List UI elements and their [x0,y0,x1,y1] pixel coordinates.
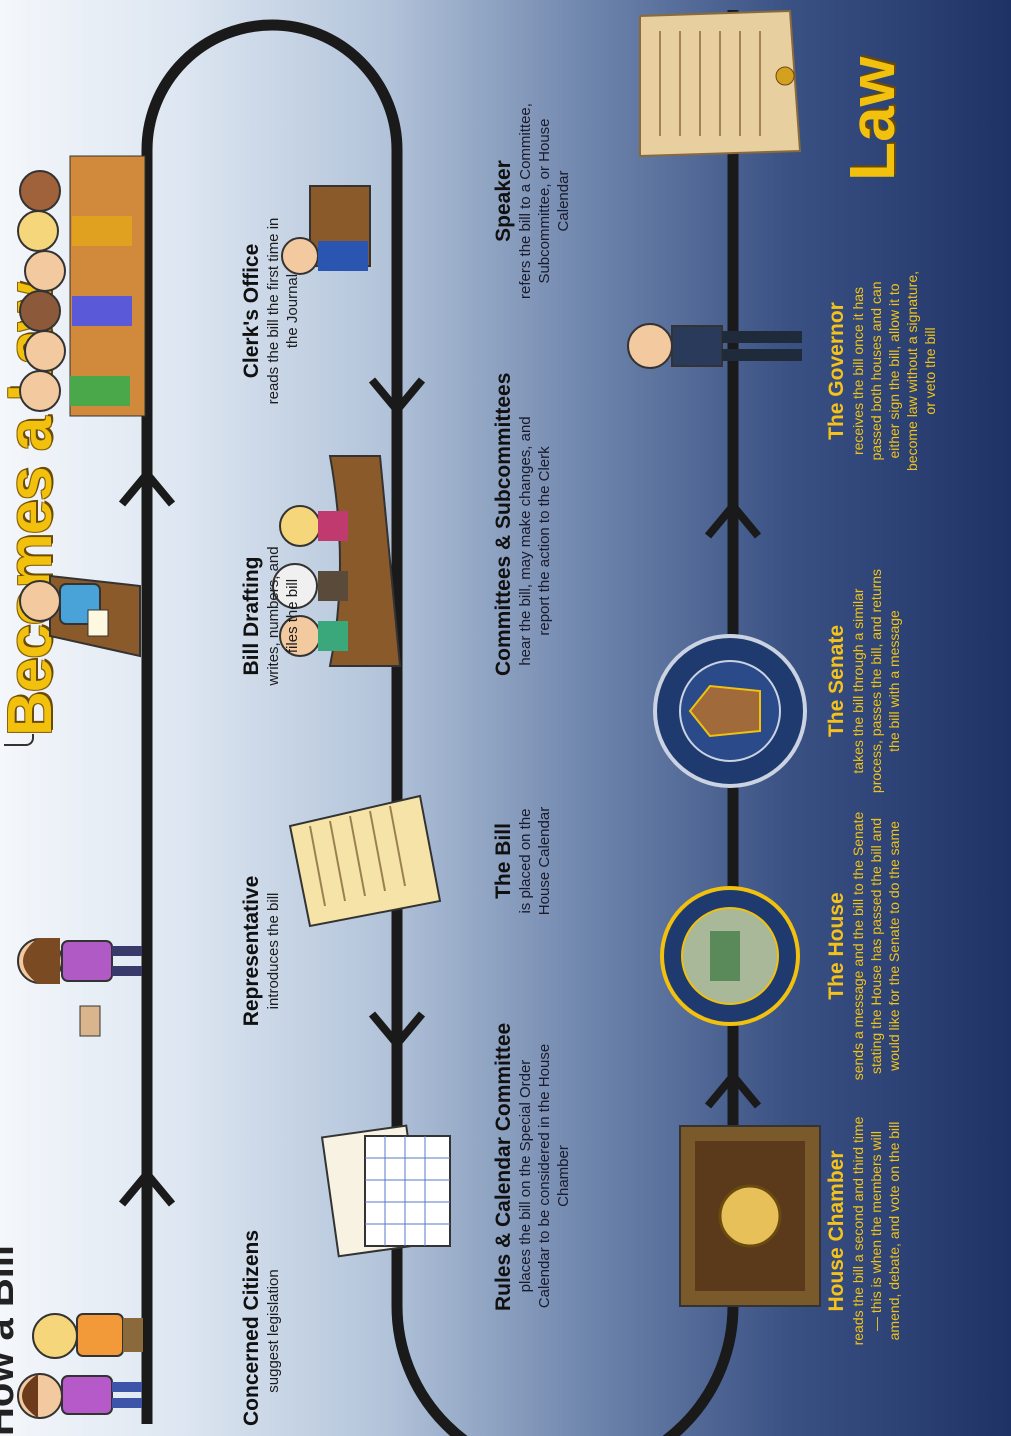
step-title: Representative [240,875,263,1027]
step-concerned-citizens: Concerned Citizens suggest legislation [240,1229,283,1426]
step-title: Concerned Citizens [240,1229,263,1426]
bill-drafting-illustration [19,574,141,658]
step-title: Committees & Subcommittees [492,372,515,676]
step-desc: receives the bill once it has passed bot… [850,271,938,471]
arrow-right [704,1069,762,1109]
step-title: The Bill [492,823,515,899]
step-desc: is placed on the House Calendar [517,806,553,916]
speaker-illustration [281,185,371,275]
step-title: The House [825,892,848,1000]
track-curve-right [141,19,403,151]
step-title: Clerk's Office [240,243,263,379]
step-title: Rules & Calendar Committee [492,1022,515,1311]
step-title: The Governor [825,302,848,440]
bill-paper-illustration [288,794,442,928]
step-rules-calendar: Rules & Calendar Committee places the bi… [492,1022,573,1311]
step-desc: refers the bill to a Committee, Subcommi… [517,103,572,299]
step-desc: sends a message and the bill to the Sena… [850,811,902,1081]
step-desc: takes the bill through a similar process… [850,568,902,794]
clerks-office-illustration [17,155,146,417]
step-title: Bill Drafting [240,556,263,676]
arrow-right [704,499,762,539]
governor-illustration [627,323,802,369]
committees-illustration [272,455,402,667]
arrow-left [368,1011,426,1051]
house-chamber-illustration [679,1125,821,1307]
step-the-house: The House sends a message and the bill t… [825,811,903,1081]
step-desc: reads the bill a second and third time —… [850,1116,902,1346]
house-seal-illustration [660,886,800,1026]
step-clerks-office: Clerk's Office reads the bill the first … [240,216,302,406]
arrow-right [118,1167,176,1207]
step-desc: places the bill on the Special Order Cal… [517,1043,572,1309]
step-title: House Chamber [825,1150,848,1312]
step-desc: hear the bill, may make changes, and rep… [517,416,553,666]
representative-illustration [17,938,142,1037]
step-the-bill: The Bill is placed on the House Calendar [492,786,554,936]
arrow-left [368,377,426,417]
arrow-right [118,467,176,507]
step-bill-drafting: Bill Drafting writes, numbers, and files… [240,541,302,691]
law-label: Law [836,56,908,181]
calendar-illustration [320,1124,451,1258]
step-title: Speaker [492,160,515,242]
step-desc: writes, numbers, and files the bill [265,546,301,686]
step-the-governor: The Governor receives the bill once it h… [825,266,939,476]
step-committees: Committees & Subcommittees hear the bill… [492,372,554,676]
step-desc: reads the bill the first time in the Jou… [265,217,301,405]
track-curve-left [391,1305,739,1436]
citizens-illustration [17,1313,143,1419]
step-desc: suggest legislation [265,1269,282,1393]
step-the-senate: The Senate takes the bill through a simi… [825,566,903,796]
step-speaker: Speaker refers the bill to a Committee, … [492,86,573,316]
step-house-chamber: House Chamber reads the bill a second an… [825,1116,903,1346]
senate-seal-illustration [653,634,807,788]
law-parchment-illustration [639,9,802,158]
step-title: The Senate [825,624,848,738]
step-desc: introduces the bill [265,892,282,1010]
step-representative: Representative introduces the bill [240,861,283,1041]
